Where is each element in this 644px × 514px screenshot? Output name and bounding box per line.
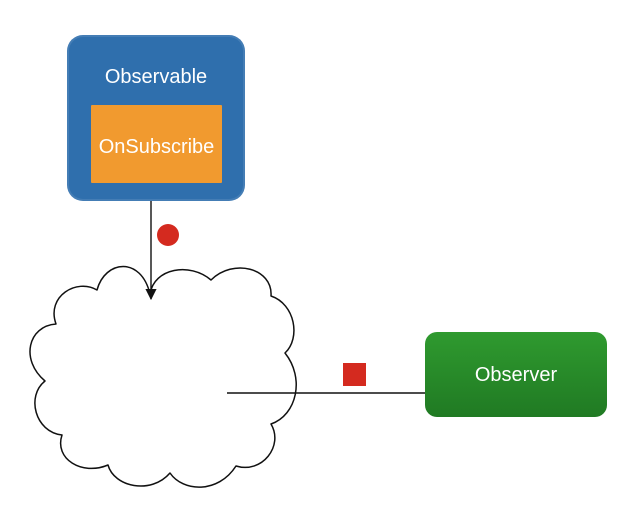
observable-box: Observable OnSubscribe <box>67 35 245 201</box>
cloud-shape <box>29 265 297 488</box>
observer-box: Observer <box>425 332 607 417</box>
event-square-marker <box>343 363 366 386</box>
onsubscribe-box: OnSubscribe <box>91 105 222 183</box>
observer-label: Observer <box>474 364 558 386</box>
observable-label: Observable <box>104 66 208 88</box>
onsubscribe-label: OnSubscribe <box>98 136 215 158</box>
event-circle-marker <box>157 224 179 246</box>
